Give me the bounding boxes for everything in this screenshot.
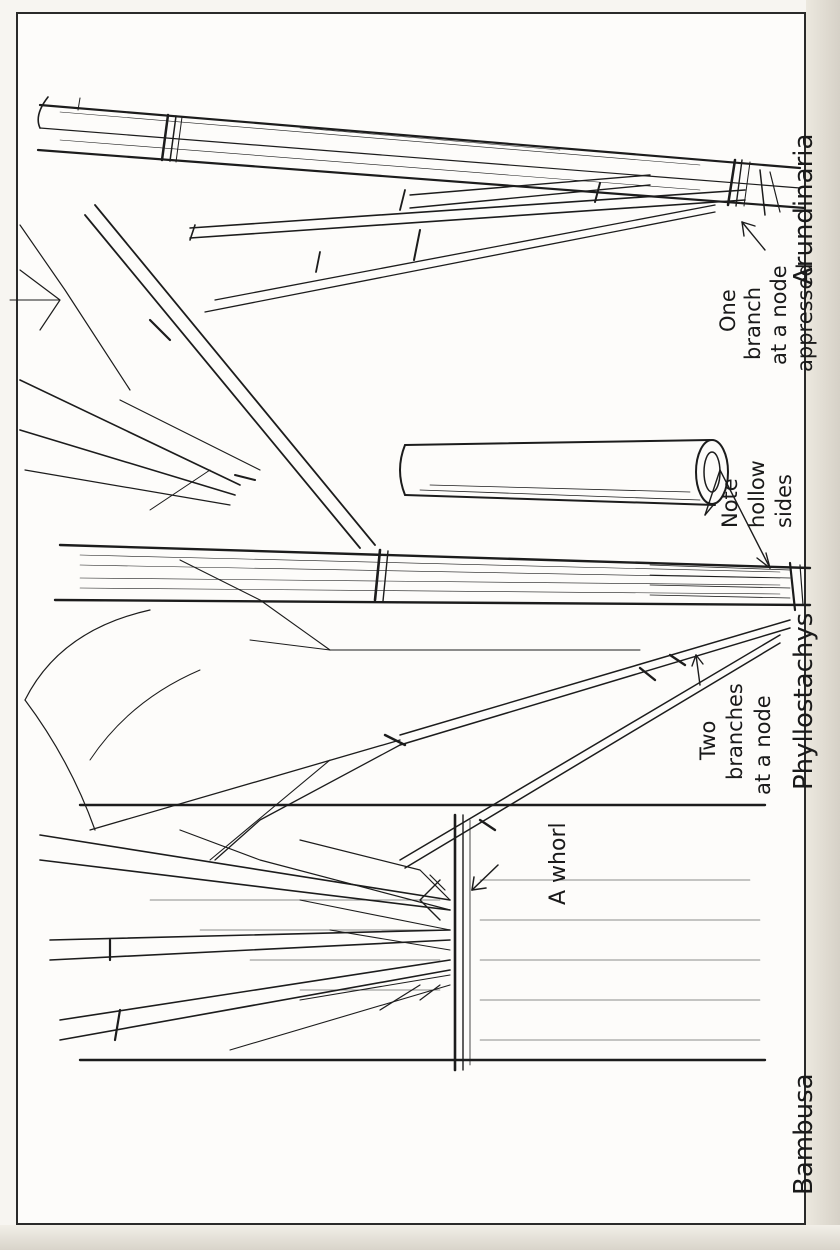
bambusa-whorl-branches [40,830,450,1050]
one-branch-label-line-4: appressed [793,263,817,372]
note-hollow-label-line-3: sides [772,474,796,528]
one-branch-label-line-1: One [716,289,740,332]
bambusa-label: Bambusa [789,1073,819,1195]
phyllostachys-lower-branches [25,560,790,868]
one-branch-label-line-2: branch [741,287,765,360]
note-hollow-label-line-1: Note [718,478,742,528]
phyllostachys-label: Phyllostachys [789,613,819,790]
whorl-arrow [472,865,498,890]
two-branches-label-line-1: Two [696,721,720,761]
hollow-culm-section [400,440,728,505]
bambusa-culm [80,805,765,1070]
phyllostachys-culm [55,545,810,610]
note-hollow-label-line-2: hollow [745,460,769,528]
whorl-label: A whorl [546,822,571,905]
two-branches-label-line-3: at a node [751,695,775,795]
one-branch-arrow [742,222,765,250]
phyllostachys-upper-branch [10,205,375,548]
arundinaria-label: Arundinaria [789,134,819,285]
arundinaria-branch [190,170,780,312]
two-branches-arrow [692,655,703,685]
two-branches-label-line-2: branches [723,683,747,780]
one-branch-label-line-3: at a node [767,265,791,365]
arundinaria-culm [38,97,805,208]
